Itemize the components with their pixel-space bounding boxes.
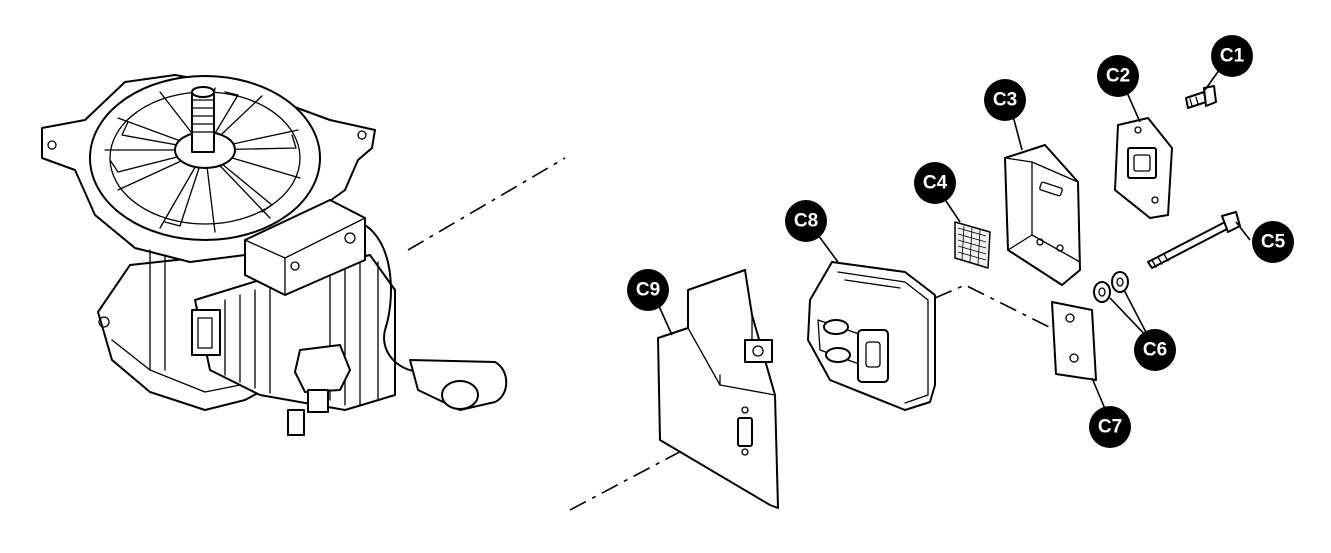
callout-c4-label: C4 (923, 173, 948, 194)
callout-c1-label: C1 (1220, 46, 1245, 67)
callout-c9-label: C9 (636, 280, 660, 301)
screen-mesh-icon (954, 221, 991, 269)
callout-c2-label: C2 (1106, 66, 1130, 87)
callout-c7-label: C7 (1098, 417, 1122, 438)
callout-c9: C9 (627, 269, 669, 311)
engine-block-icon (41, 74, 508, 436)
bracket-plate-icon (1114, 117, 1173, 219)
callout-c3: C3 (984, 79, 1026, 121)
gasket-plate-icon (1051, 301, 1097, 381)
heat-shield-icon (657, 269, 779, 509)
muffler-icon (807, 261, 936, 411)
callout-c4: C4 (914, 162, 956, 204)
callout-c5-label: C5 (1261, 232, 1286, 253)
callout-c7: C7 (1089, 406, 1131, 448)
long-bolt-icon (1147, 211, 1241, 269)
screw-icon (1185, 85, 1217, 109)
callout-c3-label: C3 (993, 90, 1017, 111)
callout-c8: C8 (785, 200, 827, 242)
callout-c8-label: C8 (794, 211, 818, 232)
callout-c2: C2 (1097, 55, 1139, 97)
callout-c6: C6 (1134, 329, 1176, 371)
shield-cover-icon (1004, 144, 1081, 286)
washer-pair-icon (1093, 271, 1129, 303)
callout-c5: C5 (1252, 221, 1294, 263)
callout-c6-label: C6 (1143, 340, 1167, 361)
callout-c1: C1 (1211, 35, 1253, 77)
